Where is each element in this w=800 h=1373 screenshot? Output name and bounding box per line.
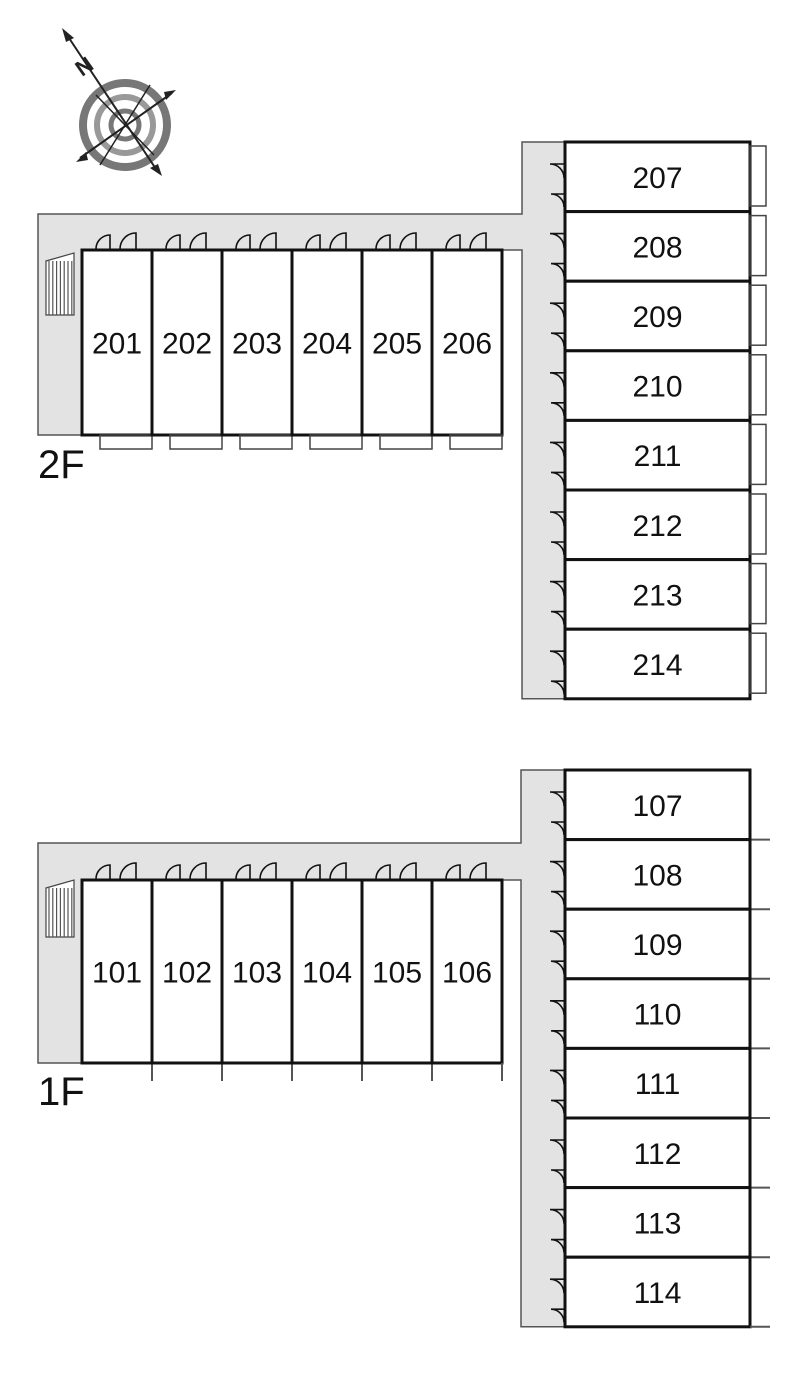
unit-202: 202 [150, 232, 224, 450]
unit-212: 212 [549, 488, 767, 562]
unit-number: 108 [632, 859, 682, 892]
unit-204: 204 [290, 232, 364, 450]
unit-number: 212 [632, 510, 682, 543]
unit-105: 105 [360, 862, 434, 1081]
unit-number: 111 [635, 1068, 681, 1101]
unit-205: 205 [360, 232, 434, 450]
unit-number: 213 [632, 579, 682, 612]
unit-214: 214 [549, 627, 767, 701]
unit-number: 114 [634, 1277, 682, 1310]
unit-211: 211 [549, 418, 767, 492]
unit-213: 213 [549, 558, 767, 631]
unit-number: 205 [372, 328, 422, 361]
unit-209: 209 [549, 279, 767, 353]
unit-number: 105 [372, 957, 422, 990]
stairs-icon [45, 252, 75, 316]
compass-rose-icon: N [62, 28, 176, 176]
unit-number: 214 [632, 649, 682, 682]
unit-112: 112 [549, 1116, 770, 1190]
unit-number: 201 [92, 328, 142, 361]
unit-number: 102 [162, 957, 212, 990]
unit-number: 106 [442, 957, 492, 990]
unit-102: 102 [150, 862, 224, 1081]
unit-number: 101 [92, 957, 142, 990]
unit-number: 211 [634, 440, 682, 473]
unit-114: 114 [549, 1255, 770, 1329]
floor-2f: 201 202 203 204 205 206 207 208 209 210 211 212 213 2… [37, 140, 767, 701]
unit-number: 206 [442, 328, 492, 361]
unit-108: 108 [549, 838, 770, 911]
unit-number: 112 [634, 1138, 682, 1171]
unit-number: 210 [632, 371, 682, 404]
floor-label: 1F [38, 1070, 85, 1114]
unit-number: 202 [162, 328, 212, 361]
unit-number: 203 [232, 328, 282, 361]
unit-201: 201 [80, 232, 154, 450]
unit-number: 204 [302, 328, 352, 361]
unit-104: 104 [290, 862, 364, 1081]
unit-number: 107 [632, 790, 682, 823]
unit-111: 111 [549, 1046, 770, 1120]
unit-101: 101 [80, 862, 154, 1081]
unit-number: 209 [632, 301, 682, 334]
unit-number: 208 [632, 231, 682, 264]
unit-210: 210 [549, 349, 767, 422]
unit-number: 104 [302, 957, 352, 990]
unit-number: 113 [634, 1207, 682, 1240]
unit-106: 106 [430, 862, 504, 1081]
unit-203: 203 [220, 232, 294, 450]
unit-number: 103 [232, 957, 282, 990]
floor-1f: 101 102 103 104 105 106 107 108 109 110 111 112 113 1… [37, 768, 770, 1329]
unit-109: 109 [549, 907, 770, 981]
unit-number: 110 [634, 999, 682, 1032]
stairs-icon [45, 879, 75, 938]
unit-113: 113 [549, 1186, 770, 1259]
unit-208: 208 [549, 210, 767, 283]
unit-107: 107 [549, 768, 770, 842]
unit-103: 103 [220, 862, 294, 1081]
unit-206: 206 [430, 232, 504, 450]
walkway [37, 141, 566, 700]
unit-number: 207 [632, 162, 682, 195]
walkway [37, 769, 566, 1328]
unit-207: 207 [549, 140, 767, 214]
floor-label: 2F [38, 443, 85, 487]
unit-number: 109 [632, 929, 682, 962]
unit-110: 110 [549, 977, 770, 1050]
